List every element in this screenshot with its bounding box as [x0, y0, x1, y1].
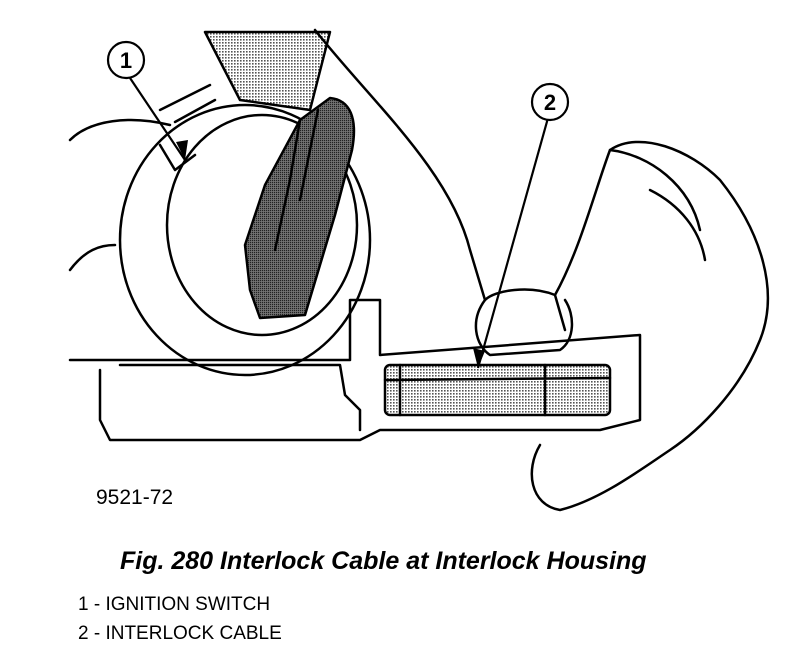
interlock-cable-connector [383, 363, 612, 417]
switch-tab [158, 143, 197, 172]
legend: 1 - IGNITION SWITCH 2 - INTERLOCK CABLE [78, 590, 282, 648]
svg-text:2: 2 [544, 90, 556, 115]
ignition-switch-inner-ring [165, 113, 359, 337]
svg-text:1: 1 [120, 48, 132, 73]
callout-1: 1 [106, 40, 146, 80]
legend-item-interlock-cable: 2 - INTERLOCK CABLE [78, 623, 282, 644]
figure-code: 9521-72 [96, 486, 174, 509]
interlock-housing [68, 298, 642, 442]
upper-shaded-panel [203, 30, 332, 112]
ignition-key [243, 96, 356, 320]
left-hand-outline [68, 118, 172, 272]
legend-item-ignition-switch: 1 - IGNITION SWITCH [78, 594, 271, 615]
technical-illustration: 1 2 [68, 28, 770, 512]
figure-caption: Fig. 280 Interlock Cable at Interlock Ho… [120, 547, 647, 575]
leader-line-2 [476, 117, 550, 369]
leader-line-1 [129, 77, 186, 161]
steering-column-line [158, 83, 217, 124]
callout-2: 2 [530, 82, 570, 122]
